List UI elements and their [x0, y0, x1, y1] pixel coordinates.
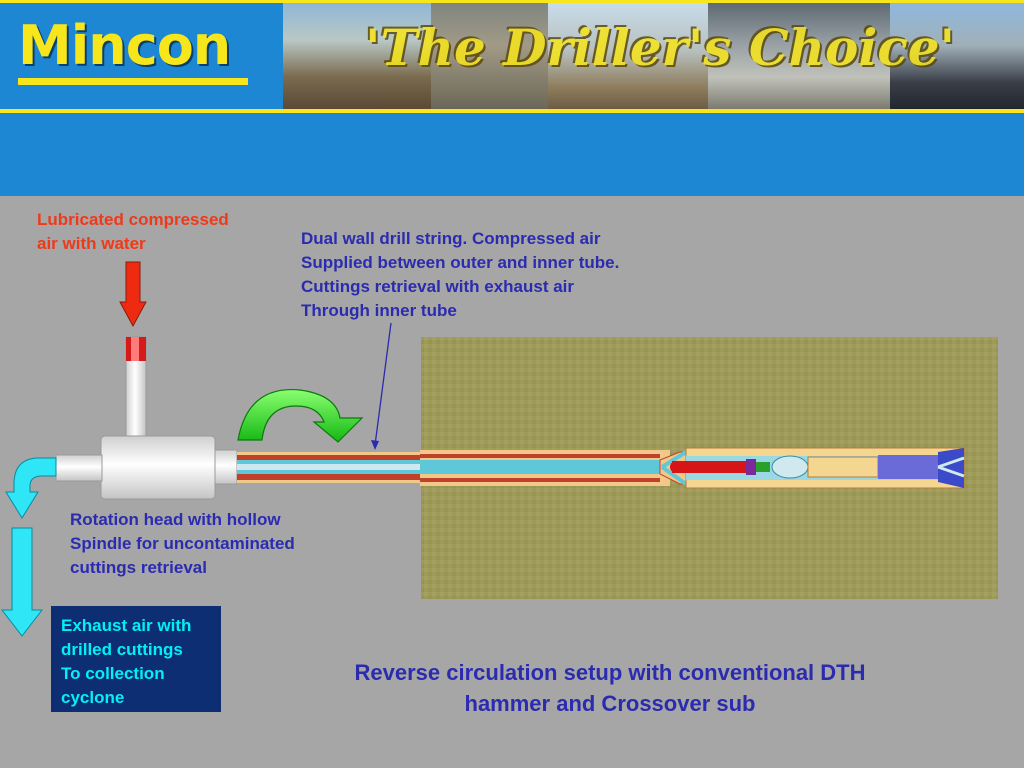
exhaust-outlet-pipe [56, 455, 102, 481]
exhaust-label-box: Exhaust air with drilled cuttings To col… [51, 606, 221, 712]
exhaust-elbow-arrow-icon [6, 458, 56, 518]
drill-bit [878, 455, 938, 479]
air-inlet-cap-highlight [131, 337, 139, 361]
rotation-head [101, 436, 215, 499]
drill-string-pointer-tip [371, 440, 379, 450]
rotation-head-label: Rotation head with hollow Spindle for un… [70, 508, 295, 580]
drill-string-pointer-line [375, 323, 391, 445]
spindle-coupling [215, 450, 237, 484]
air-input-label: Lubricated compressed air with water [37, 208, 229, 256]
drill-string-label: Dual wall drill string. Compressed air S… [301, 227, 619, 323]
exhaust-down-arrow-icon [2, 528, 42, 636]
piston [672, 461, 748, 473]
air-input-arrow-icon [120, 262, 146, 326]
rotation-arrow-icon [238, 390, 362, 442]
slide-caption: Reverse circulation setup with conventio… [300, 657, 920, 719]
